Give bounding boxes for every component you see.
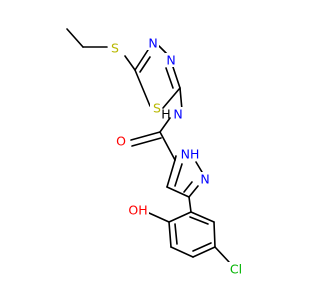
atom-label-nh-pyrazole: NH [181, 147, 200, 162]
bond-pyrazole-n-nh [195, 161, 203, 173]
atom-label-o-carbonyl: O [116, 134, 126, 149]
bond-carbonyl-c-o-double [130, 131, 161, 141]
molecule-structure-diagram: S N N S N H O NH N OH Cl [66, 28, 245, 277]
bonds [66, 28, 230, 263]
atom-label-s-ring: S [153, 101, 161, 116]
bond-aryl-c1-c2 [168, 211, 192, 223]
bond-nh-carbonyl-c [159, 117, 171, 133]
bond-thiadiazole-c-n-double [134, 49, 149, 71]
bond-aryl-c2-c3-double-inner [174, 223, 178, 245]
bond-thiadiazole-n-c-double [171, 63, 181, 89]
bond-thiadiazole-c-nh [179, 87, 183, 111]
bond-thiadiazole-c-n-double-inner [139, 56, 151, 73]
atom-label-oh-hydroxyl: OH [128, 203, 147, 218]
bond-aryl-c6-c1-double-inner [189, 216, 209, 225]
bond-aryl-c6-c1-double [190, 211, 215, 223]
bond-aryl-c5-c6 [213, 221, 216, 248]
bond-pyrazole-c3-n-double-inner [183, 181, 193, 193]
bond-carbonyl-c-o-double-inner [131, 137, 162, 147]
bond-ethyl-ch3-ch2 [66, 28, 84, 48]
bond-aryl-c3-c4 [170, 246, 194, 258]
bond-aryl-c2-oh [148, 212, 170, 223]
atom-label-cl-substituent: Cl [230, 262, 242, 277]
bond-aryl-c4-c5-double-inner [192, 242, 212, 252]
bond-pyrazole-c5-c4-double [166, 159, 176, 188]
bond-pyrazole-c3-aryl-c1 [188, 196, 192, 213]
atom-label-s-thioether: S [111, 41, 119, 56]
bond-s-thiadiazole-c [124, 55, 136, 71]
bond-thiadiazole-s-c [134, 69, 151, 107]
bond-carbonyl-c-pyrazole-c [159, 131, 176, 161]
atom-label-n-thiadiazole-b: N [166, 53, 175, 68]
bond-aryl-c4-c5-double [192, 246, 216, 258]
atom-labels: S N N S N H O NH N OH Cl [108, 36, 245, 277]
bond-aryl-c2-c3-double [168, 221, 172, 248]
bond-thiadiazole-n-c-double-inner [165, 67, 174, 89]
atom-label-h-amide: H [161, 107, 170, 122]
atom-label-n-thiadiazole-a: N [148, 36, 157, 51]
bond-thiadiazole-c-s [162, 87, 181, 109]
bond-pyrazole-c4-c3 [166, 186, 190, 198]
atom-label-n-amide: N [173, 107, 182, 122]
atom-label-n-pyrazole: N [200, 172, 209, 187]
bond-pyrazole-c3-n-double [188, 185, 199, 198]
bond-aryl-c5-cl [214, 246, 230, 263]
bond-pyrazole-c5-c4-double-inner [174, 163, 183, 187]
